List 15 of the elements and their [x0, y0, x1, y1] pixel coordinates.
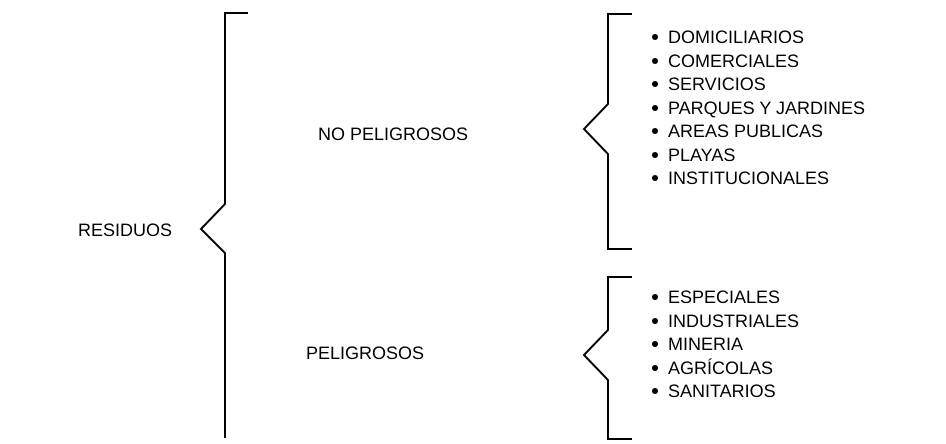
list-item: MINERIA	[668, 333, 744, 355]
list-item: SERVICIOS	[668, 73, 766, 95]
list-item: AREAS PUBLICAS	[668, 120, 824, 142]
category-text: PELIGROSOS	[306, 341, 424, 365]
category-text: RESIDUOS	[78, 218, 172, 242]
list-item: PLAYAS	[668, 144, 736, 166]
list-item: PARQUES Y JARDINES	[668, 96, 866, 118]
list-item: INDUSTRIALES	[668, 310, 800, 332]
list-item: ESPECIALES	[668, 286, 780, 308]
list-item: INSTITUCIONALES	[668, 167, 830, 189]
list-item: DOMICILIARIOS	[668, 26, 804, 48]
list-item: COMERCIALES	[668, 50, 800, 72]
category-text: NO PELIGROSOS	[318, 122, 468, 146]
list-item: AGRÍCOLAS	[668, 356, 774, 378]
list-item: SANITARIOS	[668, 380, 776, 402]
